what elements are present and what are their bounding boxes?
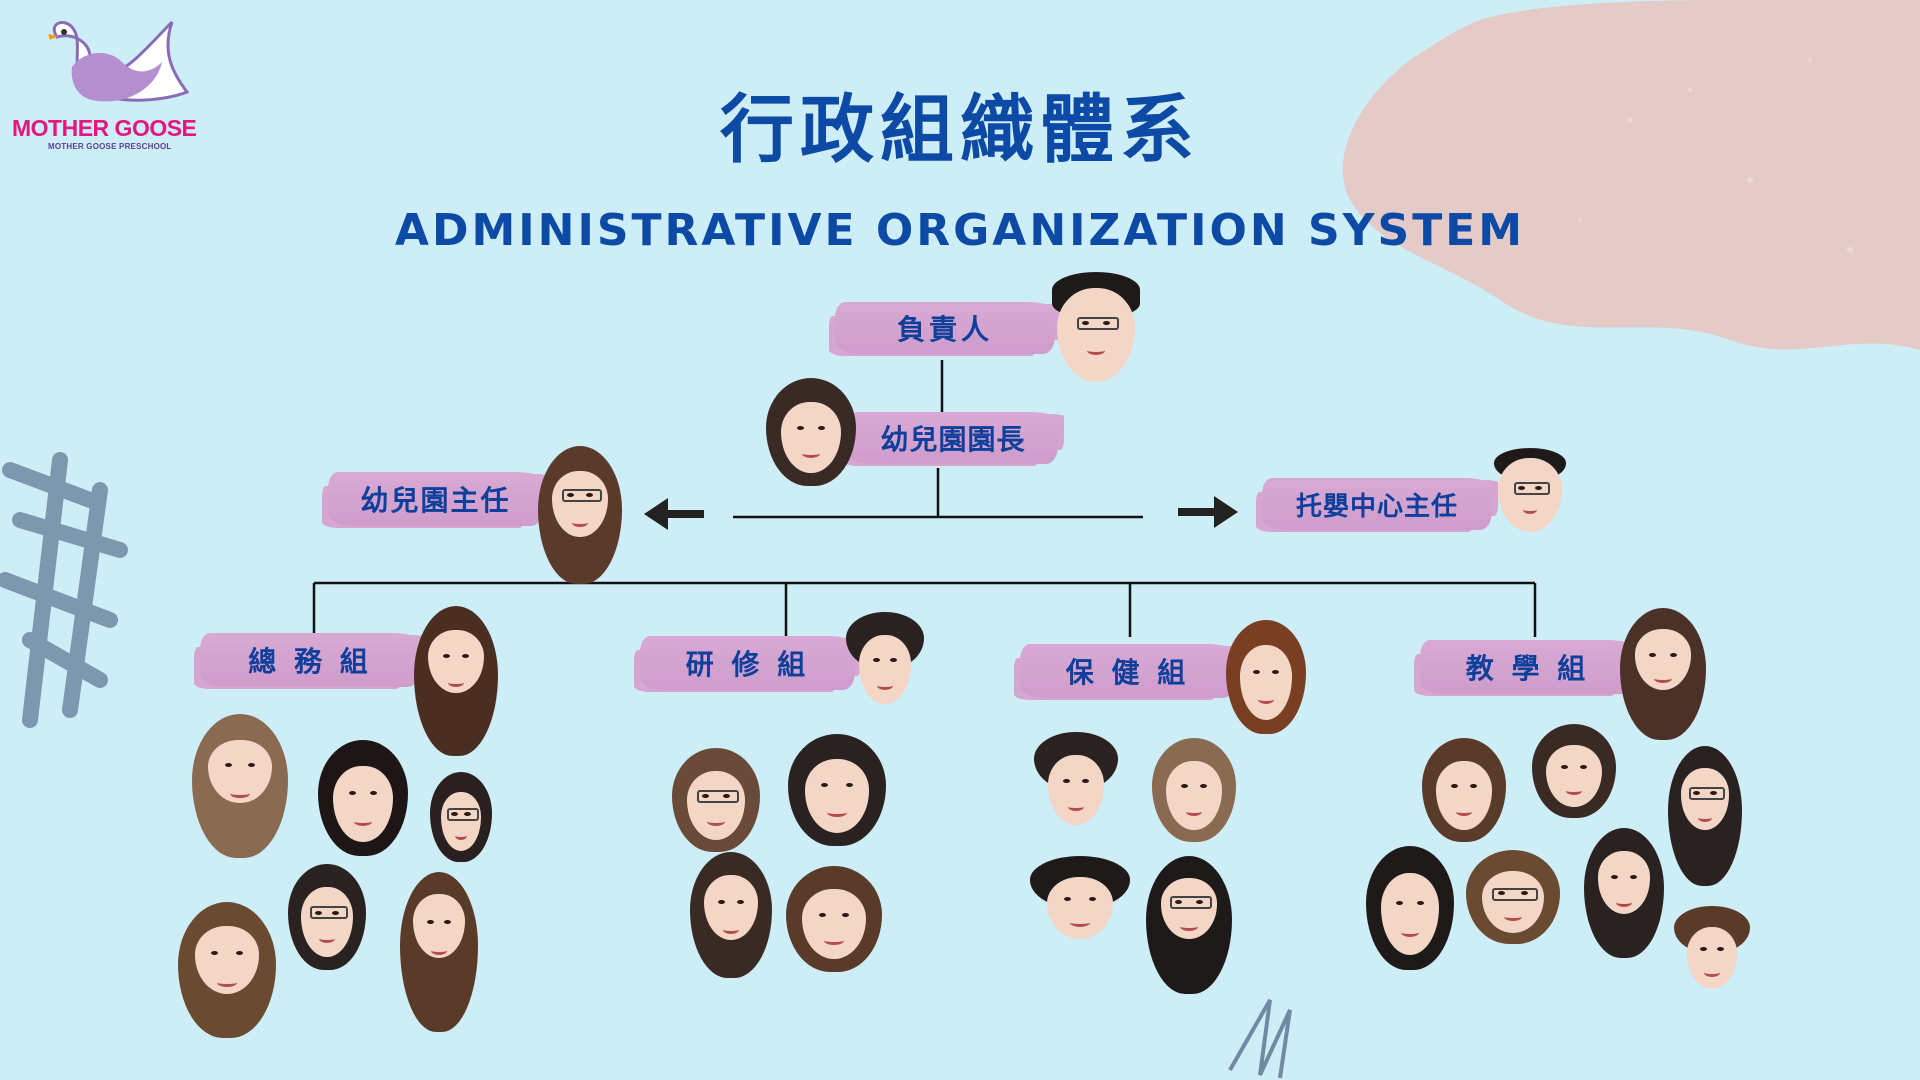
logo-tagline: MOTHER GOOSE PRESCHOOL [48, 142, 172, 151]
nursery-director-label: 托嬰中心主任 [1262, 478, 1492, 530]
swan-logo-icon [48, 20, 190, 102]
principal-portrait [766, 378, 856, 486]
member-portrait [1034, 732, 1118, 838]
member-portrait [430, 772, 492, 862]
group-label-research: 研 修 組 [640, 636, 855, 690]
teaching-lead-portrait [1620, 608, 1706, 740]
member-portrait [788, 734, 886, 846]
group-label-text: 保 健 組 [1065, 656, 1190, 689]
research-lead-portrait [846, 612, 924, 716]
member-portrait [318, 740, 408, 856]
member-portrait [786, 866, 882, 972]
member-portrait [192, 714, 288, 858]
owner-label: 負責人 [835, 302, 1055, 354]
group-label-text: 總 務 組 [248, 645, 372, 678]
mother-goose-logo: MOTHER GOOSE MOTHER GOOSE PRESCHOOL [12, 12, 222, 162]
member-portrait [1466, 850, 1560, 944]
owner-text: 負責人 [896, 313, 993, 346]
member-portrait [1674, 906, 1750, 1000]
kindergarten-director-portrait [538, 446, 622, 584]
member-portrait [178, 902, 276, 1038]
member-portrait [1030, 856, 1130, 950]
page-title: 行政組織體系 [720, 87, 1200, 173]
health-lead-portrait [1226, 620, 1306, 734]
member-portrait [1366, 846, 1454, 970]
group-label-text: 教 學 組 [1465, 652, 1590, 685]
arrow-left-icon [644, 498, 704, 530]
member-portrait [1422, 738, 1506, 842]
group-label-health: 保 健 組 [1020, 644, 1235, 698]
member-portrait [1152, 738, 1236, 842]
principal-text: 幼兒園園長 [880, 423, 1026, 456]
member-portrait [690, 852, 772, 978]
arrow-right-icon [1178, 496, 1238, 528]
principal-label: 幼兒園園長 [848, 412, 1058, 464]
general-affairs-lead-portrait [414, 606, 498, 756]
group-label-general-affairs: 總 務 組 [200, 633, 420, 687]
gray-brush-decoration [0, 452, 128, 728]
logo-wordmark: MOTHER GOOSE [12, 115, 197, 141]
nursery-director-text: 托嬰中心主任 [1295, 491, 1458, 522]
member-portrait [288, 864, 366, 970]
group-label-text: 研 修 組 [685, 648, 810, 681]
kindergarten-director-text: 幼兒園主任 [360, 484, 511, 517]
pink-brush-decoration [1342, 0, 1920, 350]
scribble-decoration [1228, 999, 1292, 1079]
member-portrait [1146, 856, 1232, 994]
group-label-teaching: 教 學 組 [1420, 640, 1635, 694]
page-subtitle: ADMINISTRATIVE ORGANIZATION SYSTEM [394, 205, 1526, 256]
member-portrait [672, 748, 760, 852]
member-portrait [400, 872, 478, 1032]
owner-portrait [1052, 272, 1140, 384]
member-portrait [1584, 828, 1664, 958]
member-portrait [1532, 724, 1616, 818]
kindergarten-director-label: 幼兒園主任 [328, 472, 543, 526]
member-portrait [1668, 746, 1742, 886]
nursery-director-portrait [1494, 448, 1566, 534]
